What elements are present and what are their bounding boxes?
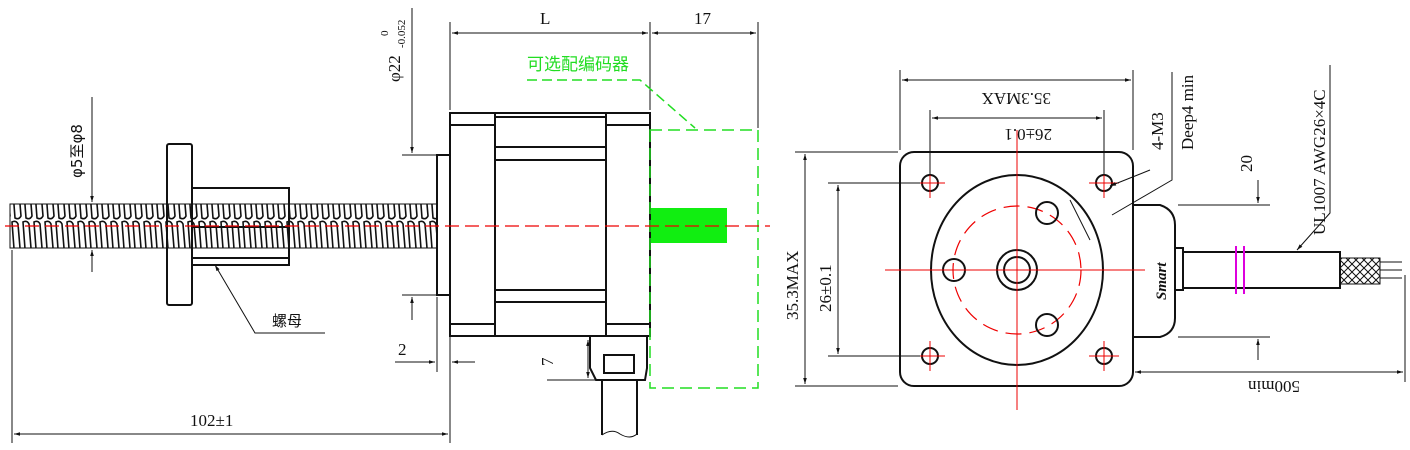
- encoder-outline: [649, 129, 759, 389]
- center-marks: [885, 130, 1145, 410]
- front-view: Smart 35.3MAX 26±0.1 35.3MAX 26±0.1 4-M3…: [783, 65, 1406, 410]
- svg-text:-0.052: -0.052: [396, 20, 408, 48]
- connector-housing: Smart: [1133, 204, 1184, 338]
- side-view: φ5至φ8 螺母 102±1 φ22 0 -0.052 2 L 17 可选配编码…: [5, 8, 770, 443]
- thread-depth-label: Deep4 min: [1178, 74, 1197, 150]
- connector: [589, 336, 648, 438]
- encoder-length-label: 17: [694, 9, 712, 28]
- body-length-label: L: [540, 9, 550, 28]
- flange-thickness-label: 2: [398, 340, 407, 359]
- motor-body: [449, 112, 651, 337]
- hole-spacing-label: 26±0.1: [1004, 125, 1052, 144]
- height-max-label: 35.3MAX: [783, 251, 802, 320]
- width-max-label: 35.3MAX: [982, 89, 1051, 108]
- svg-text:φ22: φ22: [385, 55, 404, 82]
- nut-label: 螺母: [272, 312, 302, 330]
- hole-spacing-v-label: 26±0.1: [816, 264, 835, 312]
- motor-boss: [436, 154, 451, 296]
- connector-width-label: 20: [1237, 155, 1256, 172]
- total-length-label: 102±1: [190, 411, 233, 430]
- flange-diameter-label: φ22 0 -0.052: [379, 20, 408, 82]
- nut-flange: [166, 143, 193, 306]
- screw-diameter-label: φ5至φ8: [68, 124, 86, 178]
- svg-text:0: 0: [379, 30, 391, 36]
- encoder-note: 可选配编码器: [527, 55, 629, 75]
- brand-logo: Smart: [1154, 262, 1170, 300]
- cable: [1182, 246, 1402, 294]
- cable-length-label: 500min: [1248, 377, 1300, 396]
- cable-spec-label: UL1007 AWG26×4C: [1310, 89, 1329, 235]
- thread-spec-label: 4-M3: [1148, 112, 1167, 150]
- connector-height-label: 7: [538, 357, 557, 366]
